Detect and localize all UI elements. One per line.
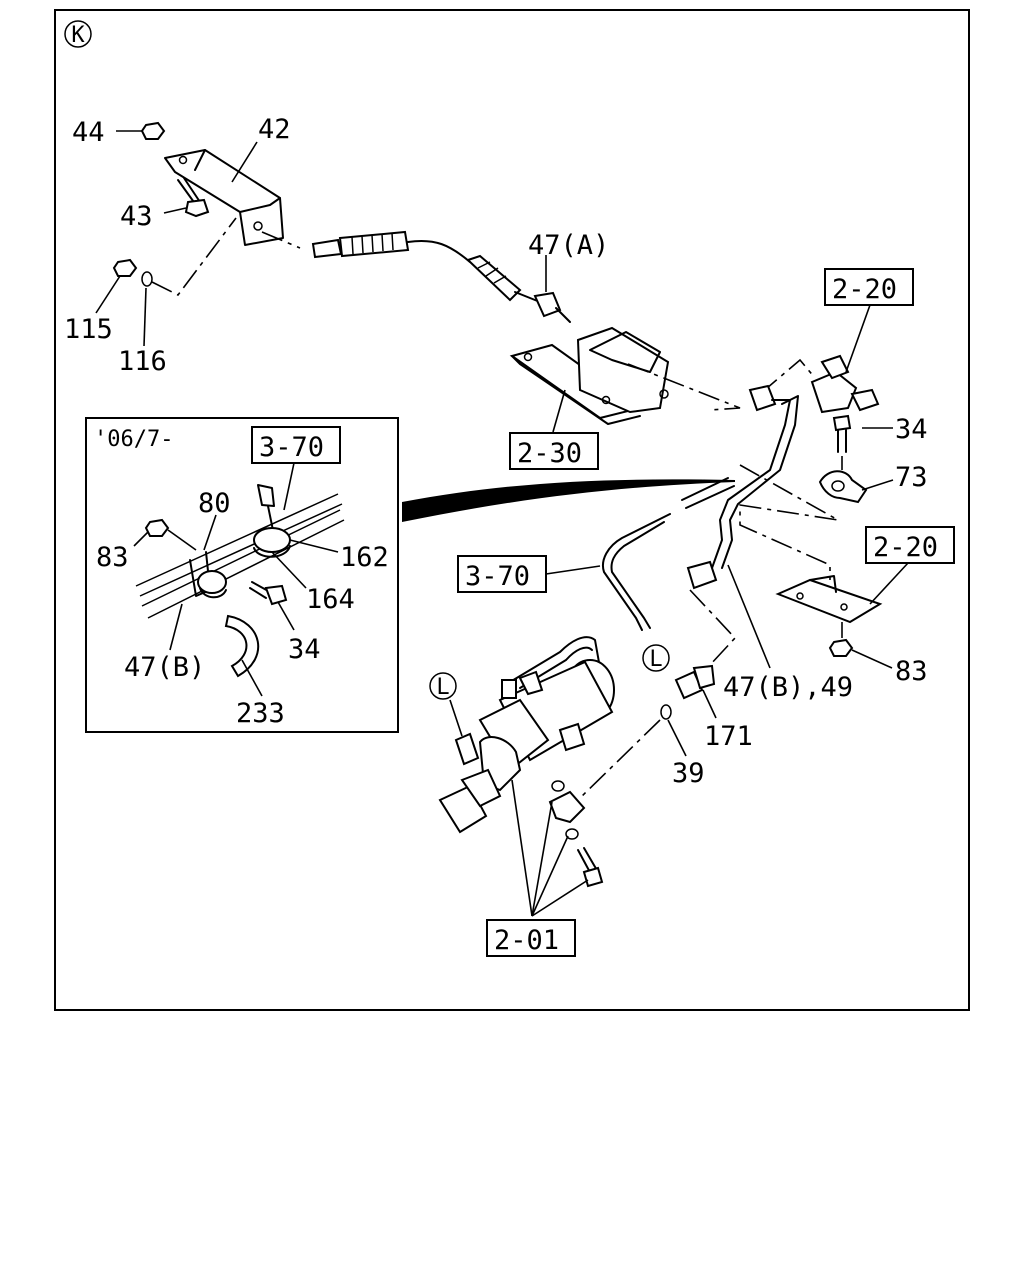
label-162: 162 (340, 542, 389, 573)
clip-73 (818, 470, 868, 504)
bolt-43 (177, 177, 210, 218)
leader-34-inset (277, 601, 295, 631)
ref-box-2-30 (509, 432, 599, 470)
label-47b: 47(B) (124, 652, 205, 683)
leader-115 (95, 275, 121, 314)
leader-l-valve (449, 699, 463, 737)
label-115: 115 (64, 314, 113, 345)
section-mark-letter: K (71, 23, 85, 48)
leader-2-20-right (869, 562, 909, 605)
assembly-line-pipe (689, 589, 737, 666)
inset-frame (85, 417, 399, 733)
ref-3-70-main: 3-70 (465, 561, 530, 592)
bracket-2-20-right (775, 575, 883, 624)
leader-2-30 (552, 389, 566, 433)
section-mark: K (64, 20, 92, 48)
label-47a: 47(A) (528, 230, 609, 261)
ref-box-2-20-right (865, 526, 955, 564)
fitting-171 (674, 664, 716, 700)
assembly-line (759, 358, 816, 395)
ref-box-3-70-main (457, 555, 547, 593)
label-34-inset: 34 (288, 634, 321, 665)
inset-note: '06/7- (94, 427, 173, 452)
leader-233 (241, 659, 263, 697)
assembly-line (261, 231, 301, 249)
leader-73 (861, 479, 894, 491)
callout-wedge (402, 479, 735, 522)
connector-l-marker-valve: L (429, 672, 457, 700)
label-43: 43 (120, 201, 153, 232)
label-164: 164 (306, 584, 355, 615)
label-233: 233 (236, 698, 285, 729)
label-80: 80 (198, 488, 231, 519)
nut-83-inset (144, 518, 170, 537)
cable-47a (311, 230, 571, 323)
ref-3-70-inset: 3-70 (259, 432, 324, 463)
connector-l-marker: L (642, 644, 670, 672)
leader-171 (702, 689, 717, 719)
leader-162 (289, 539, 339, 553)
bracket-assembly-2-30 (509, 326, 670, 425)
leader-116 (143, 287, 147, 347)
leader-47b (169, 603, 183, 651)
nut-44 (140, 121, 166, 140)
leader-42 (231, 141, 258, 183)
washer-116 (141, 271, 153, 287)
valve-assembly-2-01 (438, 636, 615, 888)
assembly-line (151, 217, 237, 297)
washer-39 (660, 704, 672, 720)
leader-43 (163, 207, 187, 214)
bracket-42 (164, 149, 284, 246)
leader-164 (271, 551, 307, 589)
label-44: 44 (72, 117, 105, 148)
label-171: 171 (704, 721, 753, 752)
leader-80 (203, 514, 217, 551)
assembly-line (739, 464, 839, 580)
leader-83-right (851, 649, 893, 669)
nut-115 (112, 258, 138, 277)
assembly-line (579, 719, 661, 799)
ref-2-20-right: 2-20 (873, 532, 938, 563)
leader-39 (667, 719, 687, 757)
label-83-inset: 83 (96, 542, 129, 573)
ref-2-01: 2-01 (494, 925, 559, 956)
label-34-right: 34 (895, 414, 928, 445)
ref-box-3-70-inset (251, 426, 341, 464)
leader-3-70-main (545, 565, 601, 575)
bolt-34-inset (249, 581, 288, 606)
pipe-47b-49 (686, 384, 799, 666)
label-73: 73 (895, 462, 928, 493)
label-39: 39 (672, 758, 705, 789)
bolt-34-right (832, 414, 852, 453)
label-116: 116 (118, 346, 167, 377)
label-47b49: 47(B),49 (723, 672, 853, 703)
ref-box-2-20-top (824, 268, 914, 306)
tee-fitting (810, 354, 880, 414)
pipe-3-70 (602, 477, 735, 631)
leader-3-70-inset (283, 462, 295, 511)
leader-47b49 (727, 564, 771, 669)
label-83-right: 83 (895, 656, 928, 687)
assembly-line-inset (167, 529, 197, 551)
ref-2-20-top: 2-20 (832, 274, 897, 305)
leaders-2-01 (511, 779, 589, 917)
clamp-inset (197, 570, 227, 599)
band-233 (224, 614, 260, 678)
label-42: 42 (258, 114, 291, 145)
ref-box-2-01 (486, 919, 576, 957)
connector-l-letter: L (649, 647, 662, 672)
leader-2-20-top (845, 304, 871, 373)
leader-83-inset (133, 531, 149, 547)
connector-l-letter-valve: L (436, 675, 449, 700)
ref-2-30: 2-30 (517, 438, 582, 469)
diagram-frame (54, 9, 970, 1011)
assembly-line (627, 363, 741, 411)
nut-83-right (828, 638, 854, 657)
